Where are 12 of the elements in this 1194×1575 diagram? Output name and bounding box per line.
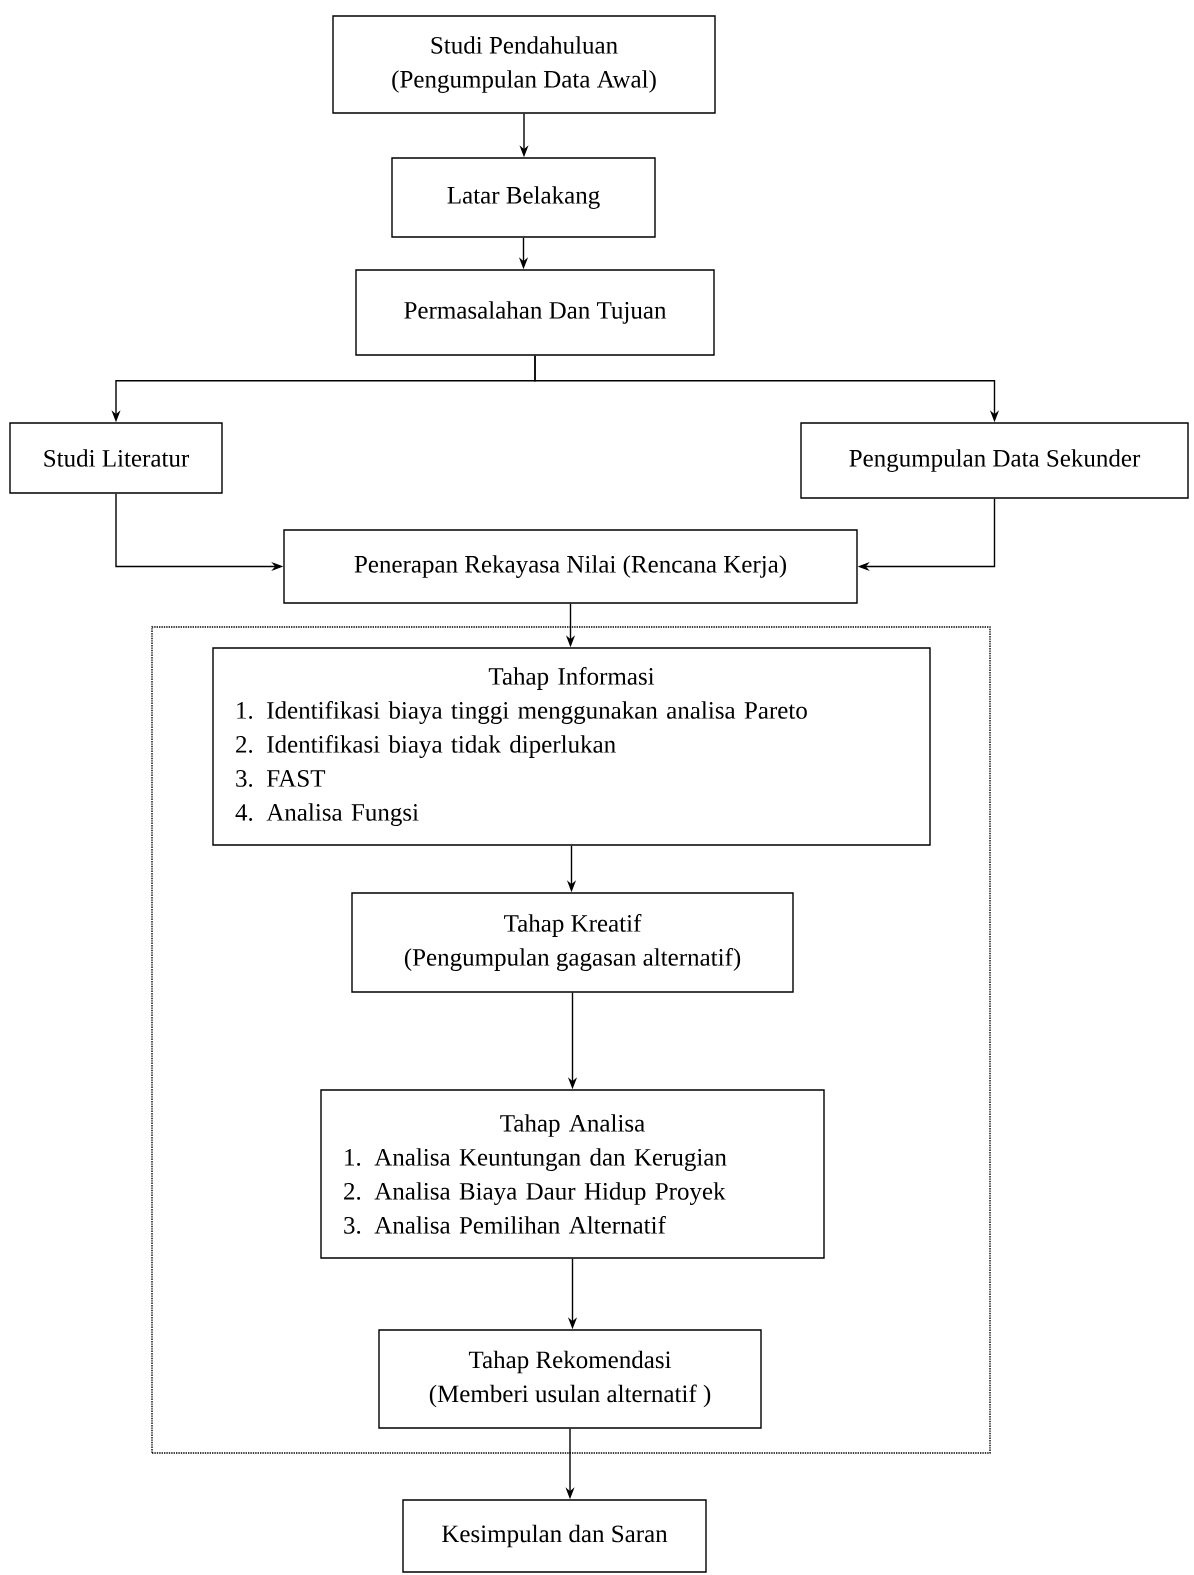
process-box: Penerapan Rekayasa Nilai (Rencana Kerja) bbox=[283, 529, 858, 604]
process-box: Studi Pendahuluan (Pengumpulan Data Awal) bbox=[332, 15, 716, 114]
process-box: Tahap Analisa 1. Analisa Keuntungan dan Kerugian 2. Analisa Biaya Daur Hidup Proyek 3. Analisa Pemilihan Alternatif bbox=[320, 1089, 825, 1259]
process-box: Tahap Informasi 1. Identifikasi biaya tinggi menggunakan analisa Pareto 2. Identifikasi biaya tidak diperlukan 3. FAST 4. Analisa Fungsi bbox=[212, 647, 931, 846]
process-box: Tahap Kreatif (Pengumpulan gagasan alternatif) bbox=[351, 892, 794, 993]
dotted-frame bbox=[151, 626, 991, 1454]
process-box: Tahap Rekomendasi (Memberi usulan alternatif ) bbox=[378, 1329, 762, 1429]
process-box: Permasalahan Dan Tujuan bbox=[355, 269, 715, 356]
process-box: Latar Belakang bbox=[391, 157, 656, 238]
process-box: Pengumpulan Data Sekunder bbox=[800, 422, 1189, 499]
process-box: Kesimpulan dan Saran bbox=[402, 1499, 707, 1573]
process-box: Studi Literatur bbox=[9, 422, 223, 494]
